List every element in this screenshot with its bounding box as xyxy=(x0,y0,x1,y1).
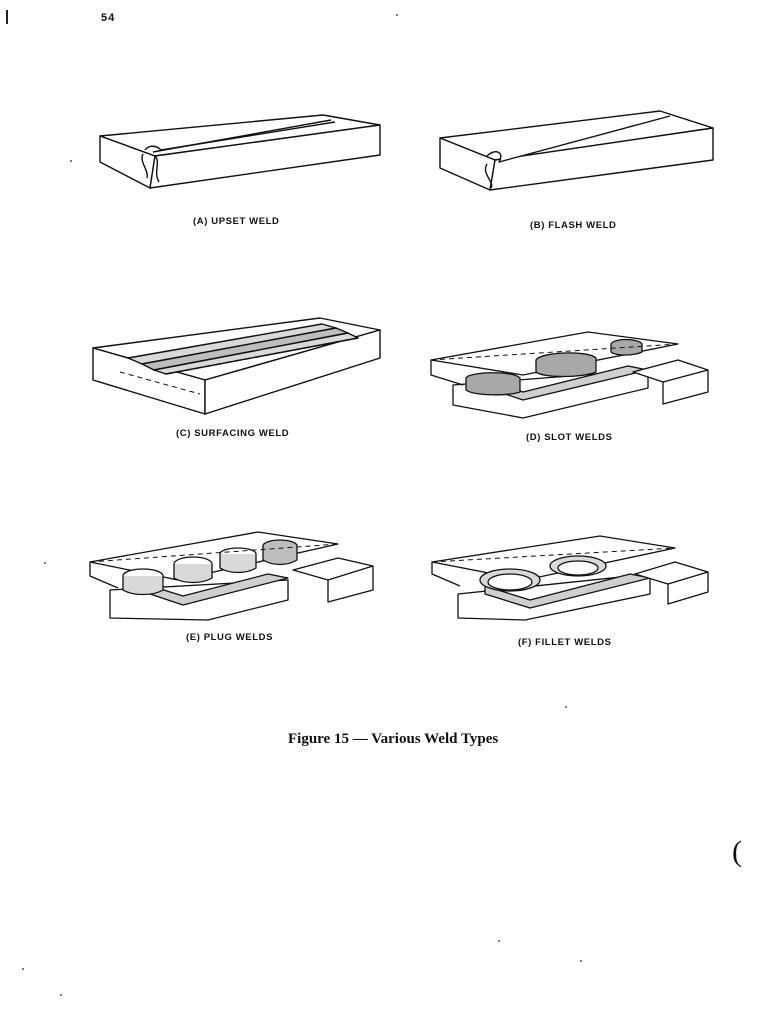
scan-speck xyxy=(22,968,24,970)
scan-bracket-mark: ( xyxy=(732,835,742,868)
scan-speck xyxy=(396,14,398,16)
figure-title: Figure 15 — Various Weld Types xyxy=(288,731,499,747)
panel-fillet-welds xyxy=(430,534,715,629)
fillet-welds-drawing xyxy=(431,535,709,621)
scan-speck xyxy=(498,940,500,942)
scan-speck xyxy=(44,562,46,564)
scan-speck xyxy=(580,960,582,962)
scan-speck xyxy=(60,994,62,996)
plug-welds-drawing xyxy=(89,531,374,621)
caption-slot-welds: (D) SLOT WELDS xyxy=(526,432,613,443)
page-number: 54 xyxy=(101,12,116,24)
caption-plug-welds: (E) PLUG WELDS xyxy=(186,632,274,643)
panel-slot-welds xyxy=(428,330,713,420)
scan-edge-mark xyxy=(6,10,8,24)
scan-speck xyxy=(565,706,567,708)
slot-welds-drawing xyxy=(430,331,709,419)
panel-upset-weld xyxy=(95,110,385,200)
panel-flash-weld xyxy=(435,108,720,208)
caption-fillet-welds: (F) FILLET WELDS xyxy=(518,637,612,648)
flash-weld-drawing xyxy=(439,110,714,191)
panel-plug-welds xyxy=(88,530,383,625)
caption-surfacing-weld: (C) SURFACING WELD xyxy=(176,428,290,439)
surfacing-weld-drawing xyxy=(92,317,381,415)
caption-upset-weld: (A) UPSET WELD xyxy=(193,216,280,227)
upset-weld-drawing xyxy=(99,114,381,189)
panel-surfacing-weld xyxy=(90,314,385,419)
caption-flash-weld: (B) FLASH WELD xyxy=(530,220,617,231)
scan-speck xyxy=(70,160,72,162)
